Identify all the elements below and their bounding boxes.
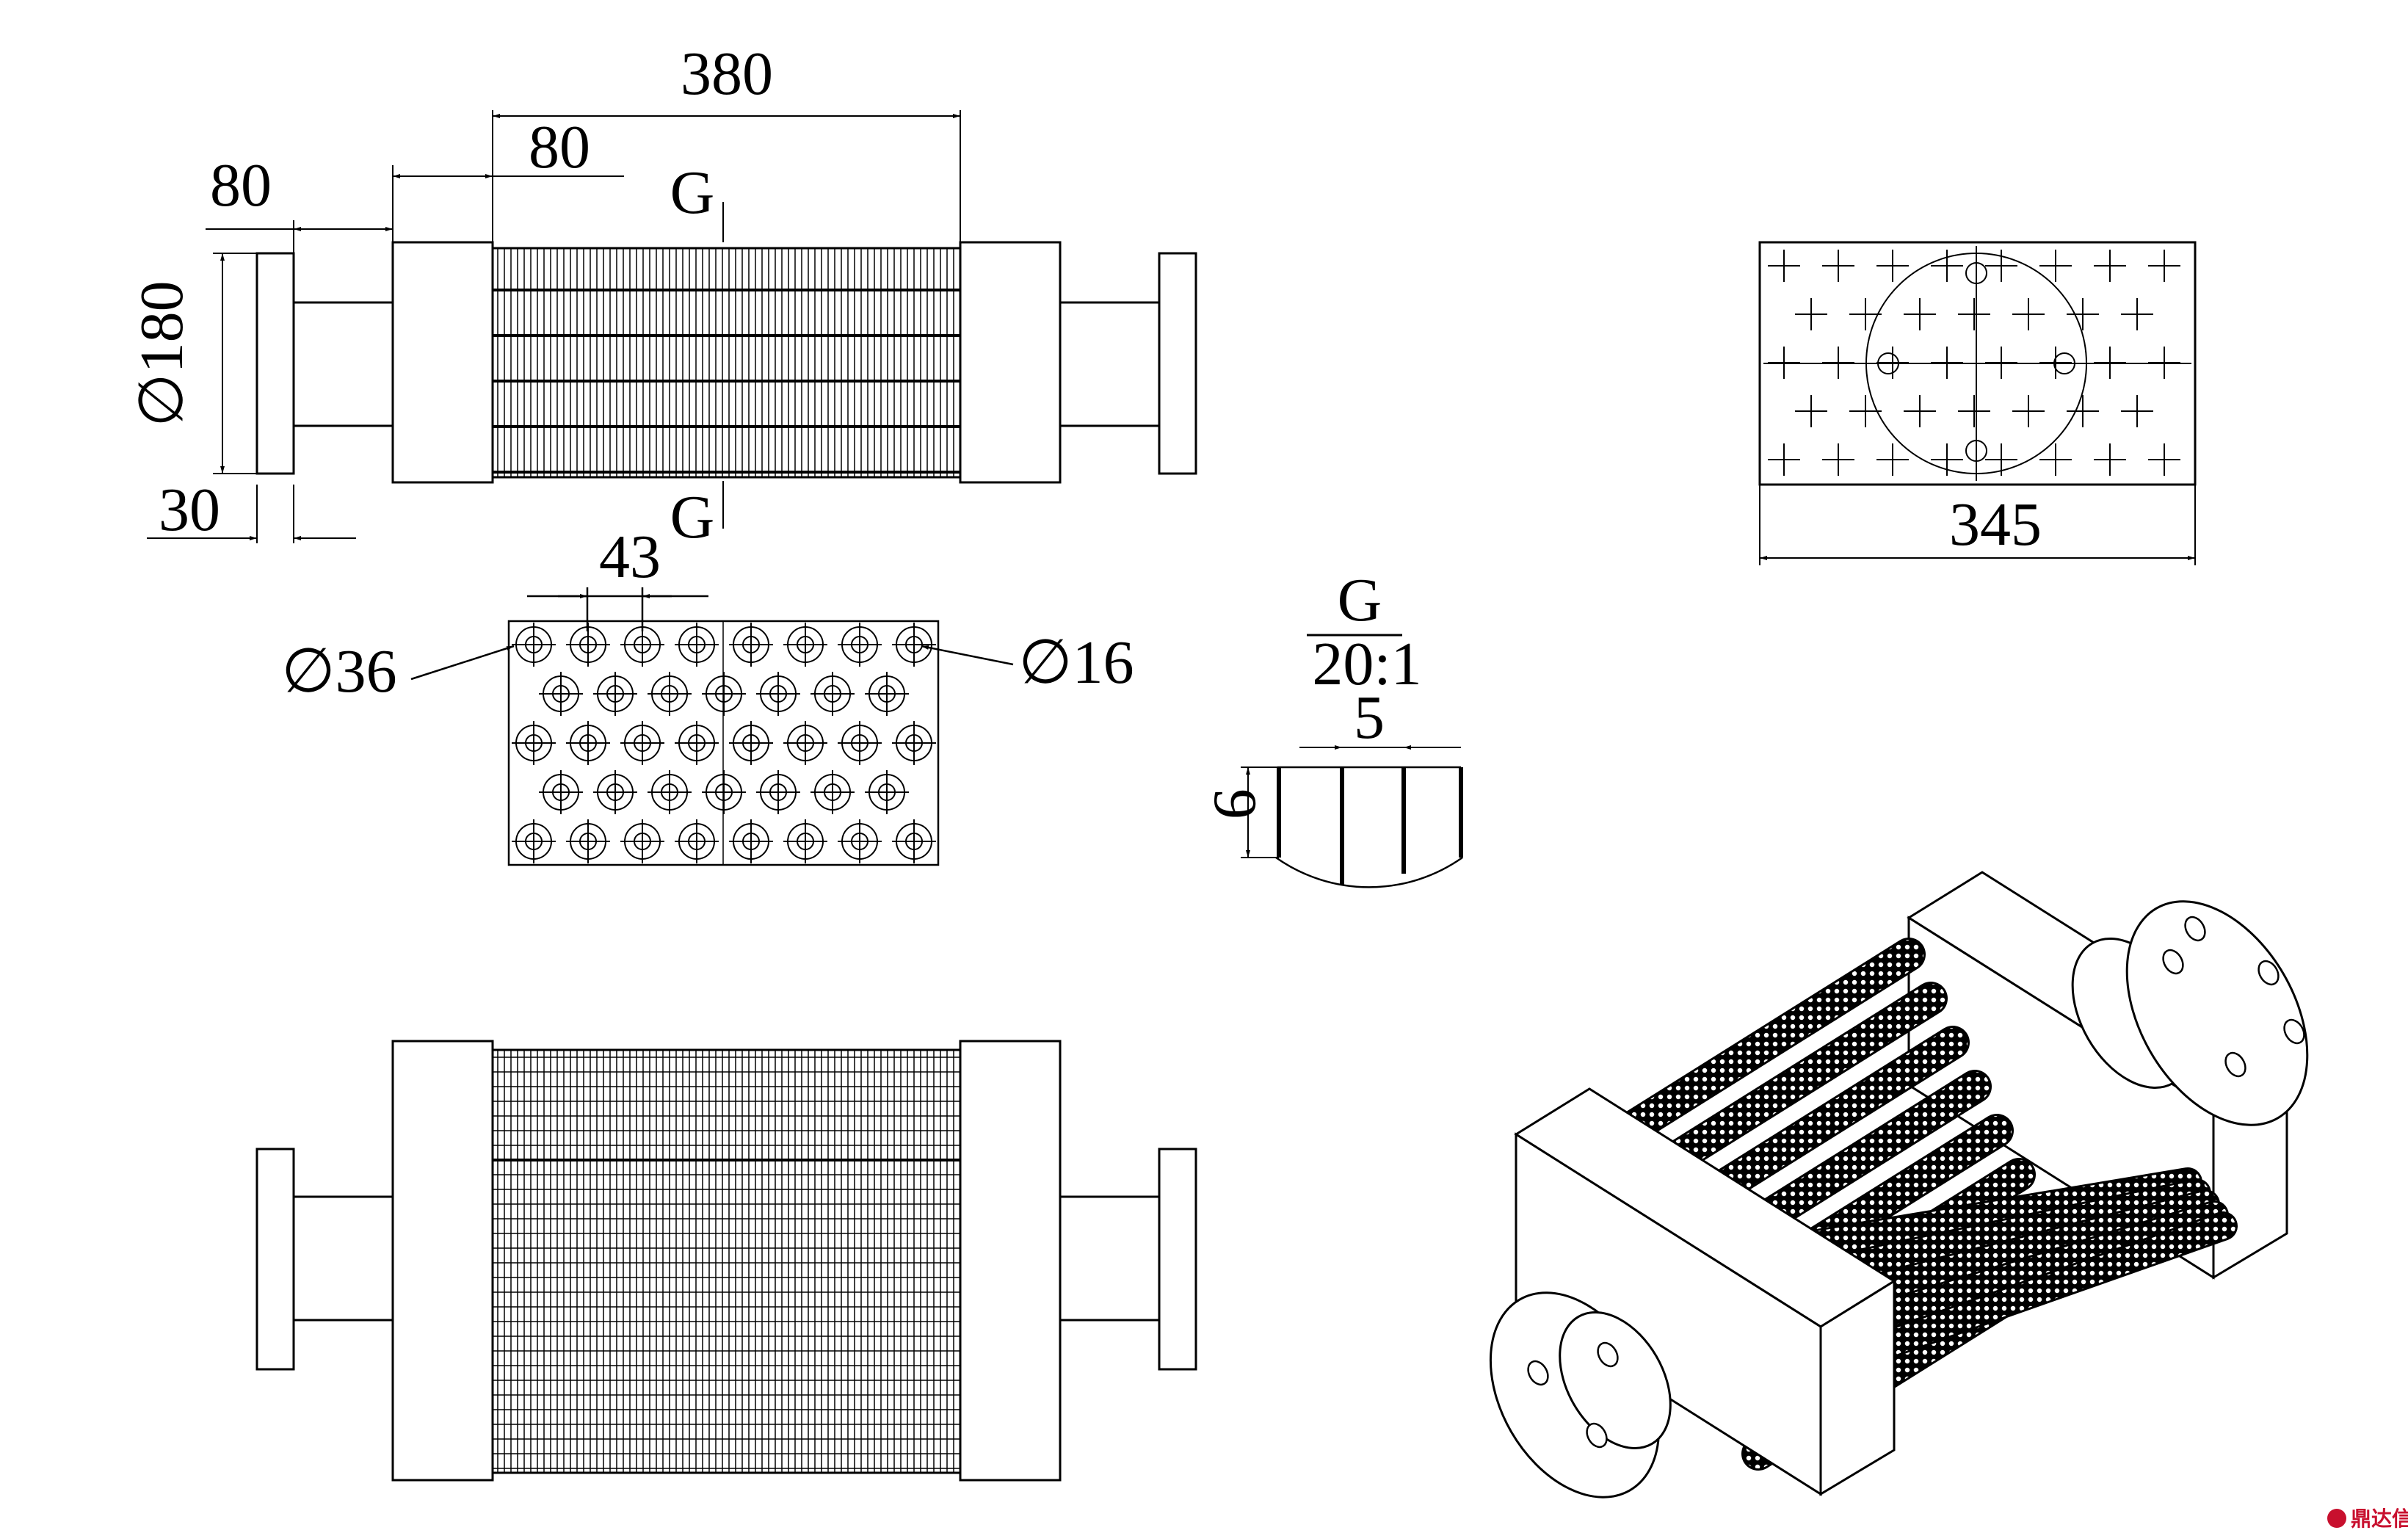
isometric-view xyxy=(1489,871,2309,1498)
tube-grid xyxy=(512,621,936,865)
bolt-hole xyxy=(2053,352,2075,374)
front-stub xyxy=(1559,1311,1672,1449)
right-header-top xyxy=(959,1040,1062,1482)
section-mark-top: G xyxy=(670,159,715,227)
detail-scale: 20:1 xyxy=(1312,630,1421,698)
front-dimensions xyxy=(147,110,961,543)
fin-grid-top xyxy=(493,1050,960,1473)
watermark: 鼎达信 xyxy=(2327,1507,2408,1531)
dim-header-offset: 80 xyxy=(529,113,590,181)
watermark-logo-icon xyxy=(2327,1509,2346,1528)
right-header xyxy=(959,241,1062,484)
fin-lines xyxy=(493,248,960,477)
tube-fin-texture xyxy=(1589,940,1923,1160)
bolt-hole-grid xyxy=(1763,246,2191,481)
left-flange-top xyxy=(255,1148,295,1371)
right-flange xyxy=(1158,252,1197,475)
dim-overall-length: 380 xyxy=(681,40,773,108)
dim-fin-height: 9 xyxy=(1201,789,1269,819)
right-flange-top xyxy=(1158,1148,1197,1371)
left-flange xyxy=(255,252,295,475)
bolt-hole xyxy=(2258,960,2280,986)
right-stub xyxy=(1059,301,1161,427)
top-view xyxy=(255,1040,1197,1482)
right-stub-top xyxy=(1059,1195,1161,1322)
dim-header-width: 345 xyxy=(1949,490,2042,559)
side-view xyxy=(1758,241,2197,565)
bolt-hole xyxy=(1877,352,1899,374)
dim-tube-pitch: 43 xyxy=(599,523,661,591)
bolt-hole xyxy=(1527,1360,1549,1386)
dim-stub-length: 80 xyxy=(210,151,272,220)
left-header xyxy=(391,241,494,484)
bolt-hole xyxy=(1965,262,1987,284)
header-end-plate xyxy=(1758,241,2197,486)
left-stub-top xyxy=(292,1195,394,1322)
bolt-hole xyxy=(2184,916,2206,942)
left-header-top xyxy=(391,1040,494,1482)
section-view xyxy=(410,587,1014,866)
bolt-hole xyxy=(1586,1422,1608,1449)
dim-tube-diameter: ∅16 xyxy=(1018,628,1134,697)
fin-core xyxy=(491,247,962,479)
bolt-hole xyxy=(1597,1341,1619,1368)
front-view xyxy=(255,202,1197,529)
dim-fin-diameter: ∅36 xyxy=(281,637,396,706)
bolt-hole xyxy=(2162,949,2184,975)
dim-fin-pitch: 5 xyxy=(1354,684,1385,752)
bolt-hole xyxy=(2283,1018,2305,1045)
bolt-hole xyxy=(2224,1051,2246,1078)
watermark-text: 鼎达信 xyxy=(2351,1507,2408,1531)
bolt-hole xyxy=(1965,440,1987,462)
detail-label: G xyxy=(1338,566,1382,634)
section-mark-bottom: G xyxy=(670,483,715,551)
left-stub xyxy=(292,301,394,427)
dim-flange-thickness: 30 xyxy=(159,476,220,544)
iso-bolt-holes xyxy=(1527,916,2305,1449)
front-header-side xyxy=(1819,1279,1896,1496)
dim-flange-diameter: ∅180 xyxy=(128,280,196,427)
detail-view xyxy=(1241,634,1463,888)
